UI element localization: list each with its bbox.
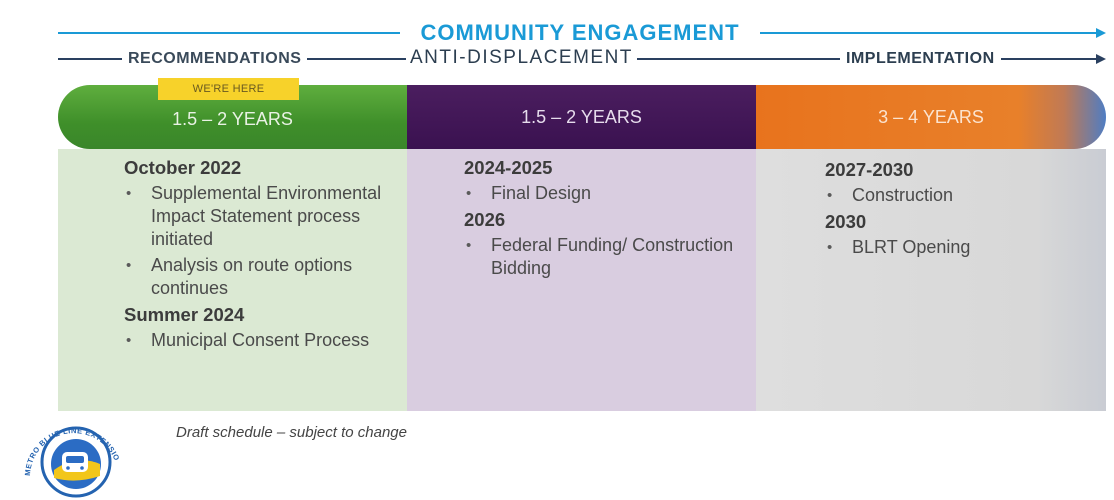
milestone-item: Final Design — [464, 182, 734, 205]
milestone-heading: 2027-2030 — [825, 159, 914, 180]
phase-3-duration: 3 – 4 YEARS — [756, 85, 1106, 149]
phase-3-duration-label: 3 – 4 YEARS — [878, 106, 984, 127]
milestone-item: Construction — [825, 184, 1075, 207]
draft-schedule-note: Draft schedule – subject to change — [176, 424, 407, 441]
train-icon — [62, 452, 88, 472]
timeline-bar: 1.5 – 2 YEARS 1.5 – 2 YEARS 3 – 4 YEARS — [58, 85, 1106, 149]
phase-1-duration-label: 1.5 – 2 YEARS — [172, 108, 293, 129]
phase-2-duration: 1.5 – 2 YEARS — [407, 85, 756, 149]
community-engagement-label: COMMUNITY ENGAGEMENT — [400, 20, 760, 46]
anti-displacement-label: ANTI-DISPLACEMENT — [406, 47, 637, 69]
milestone-heading: October 2022 — [124, 157, 242, 178]
recommendations-label: RECOMMENDATIONS — [122, 50, 308, 68]
milestone-heading: 2030 — [825, 211, 867, 232]
phase-1-content: October 2022 Supplemental Environmental … — [124, 156, 384, 355]
milestone-heading: 2024-2025 — [464, 157, 553, 178]
milestone-item: BLRT Opening — [825, 236, 1075, 259]
implementation-label: IMPLEMENTATION — [840, 50, 1001, 68]
milestone-item: Municipal Consent Process — [124, 329, 384, 352]
milestone-item: Analysis on route options continues — [124, 254, 384, 300]
milestone-item: Federal Funding/ Construction Bidding — [464, 234, 734, 280]
milestone-item: Supplemental Environmental Impact Statem… — [124, 182, 384, 251]
phase-3-content: 2027-2030 Construction 2030 BLRT Opening — [825, 158, 1075, 262]
milestone-heading: Summer 2024 — [124, 304, 245, 325]
metro-blue-line-logo: METRO BLUE LINE EXTENSION — [16, 414, 121, 498]
phase-2-duration-label: 1.5 – 2 YEARS — [521, 106, 642, 127]
we-are-here-badge: WE'RE HERE — [158, 78, 299, 100]
phase-2-content: 2024-2025 Final Design 2026 Federal Fund… — [464, 156, 734, 283]
milestone-heading: 2026 — [464, 209, 506, 230]
